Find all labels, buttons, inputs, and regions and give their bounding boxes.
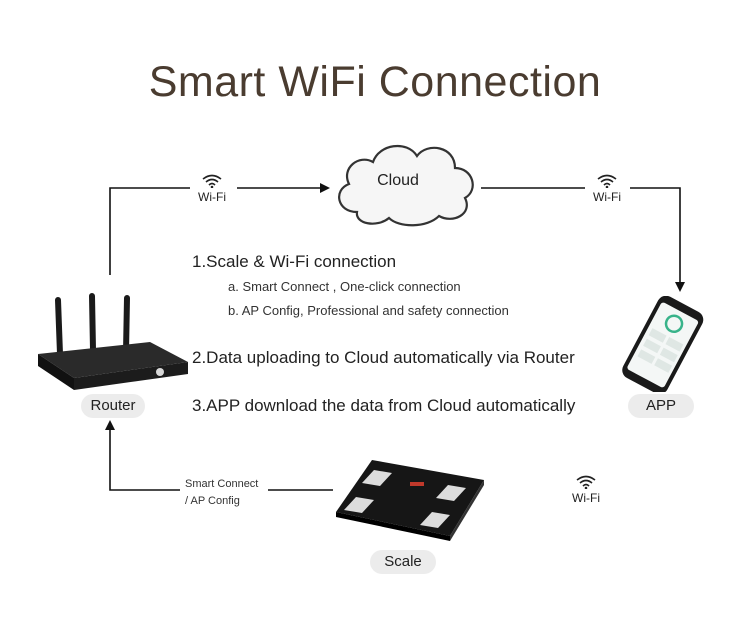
step-2: 2.Data uploading to Cloud automatically …: [192, 348, 575, 367]
wifi-indicator-right: Wi-Fi: [583, 174, 631, 204]
scale-to-router-arrow: [105, 420, 180, 491]
wifi-icon: [597, 174, 617, 188]
scale-link-text: Smart Connect / AP Config: [185, 476, 258, 510]
step-1b: b. AP Config, Professional and safety co…: [228, 303, 509, 318]
app-label: APP: [628, 394, 694, 418]
router-label: Router: [81, 394, 145, 418]
step-1: 1.Scale & Wi-Fi connection: [192, 252, 397, 271]
wifi-label-left: Wi-Fi: [198, 190, 226, 204]
cloud-icon: [338, 144, 474, 227]
wifi-indicator-bottom: Wi-Fi: [562, 475, 610, 505]
router-to-cloud-line: [109, 187, 190, 275]
phone-image: [622, 296, 704, 392]
scale-link-line-1: Smart Connect: [185, 478, 259, 490]
cloud-to-app-arrow: [630, 187, 685, 292]
scale-link-line-2: / AP Config: [185, 495, 240, 507]
wifi-icon: [576, 475, 596, 489]
scale-label: Scale: [370, 550, 436, 574]
step-1a: a. Smart Connect , One-click connection: [228, 279, 461, 294]
router-image: [38, 293, 188, 390]
wifi-label-right: Wi-Fi: [593, 190, 621, 204]
wifi-icon: [202, 174, 222, 188]
scale-image: [336, 460, 484, 541]
cloud-label: Cloud: [377, 172, 419, 189]
page-title: Smart WiFi Connection: [148, 58, 602, 106]
step-3: 3.APP download the data from Cloud autom…: [192, 396, 576, 415]
wifi-label-bottom: Wi-Fi: [572, 491, 600, 505]
wifi-indicator-left: Wi-Fi: [188, 174, 236, 204]
